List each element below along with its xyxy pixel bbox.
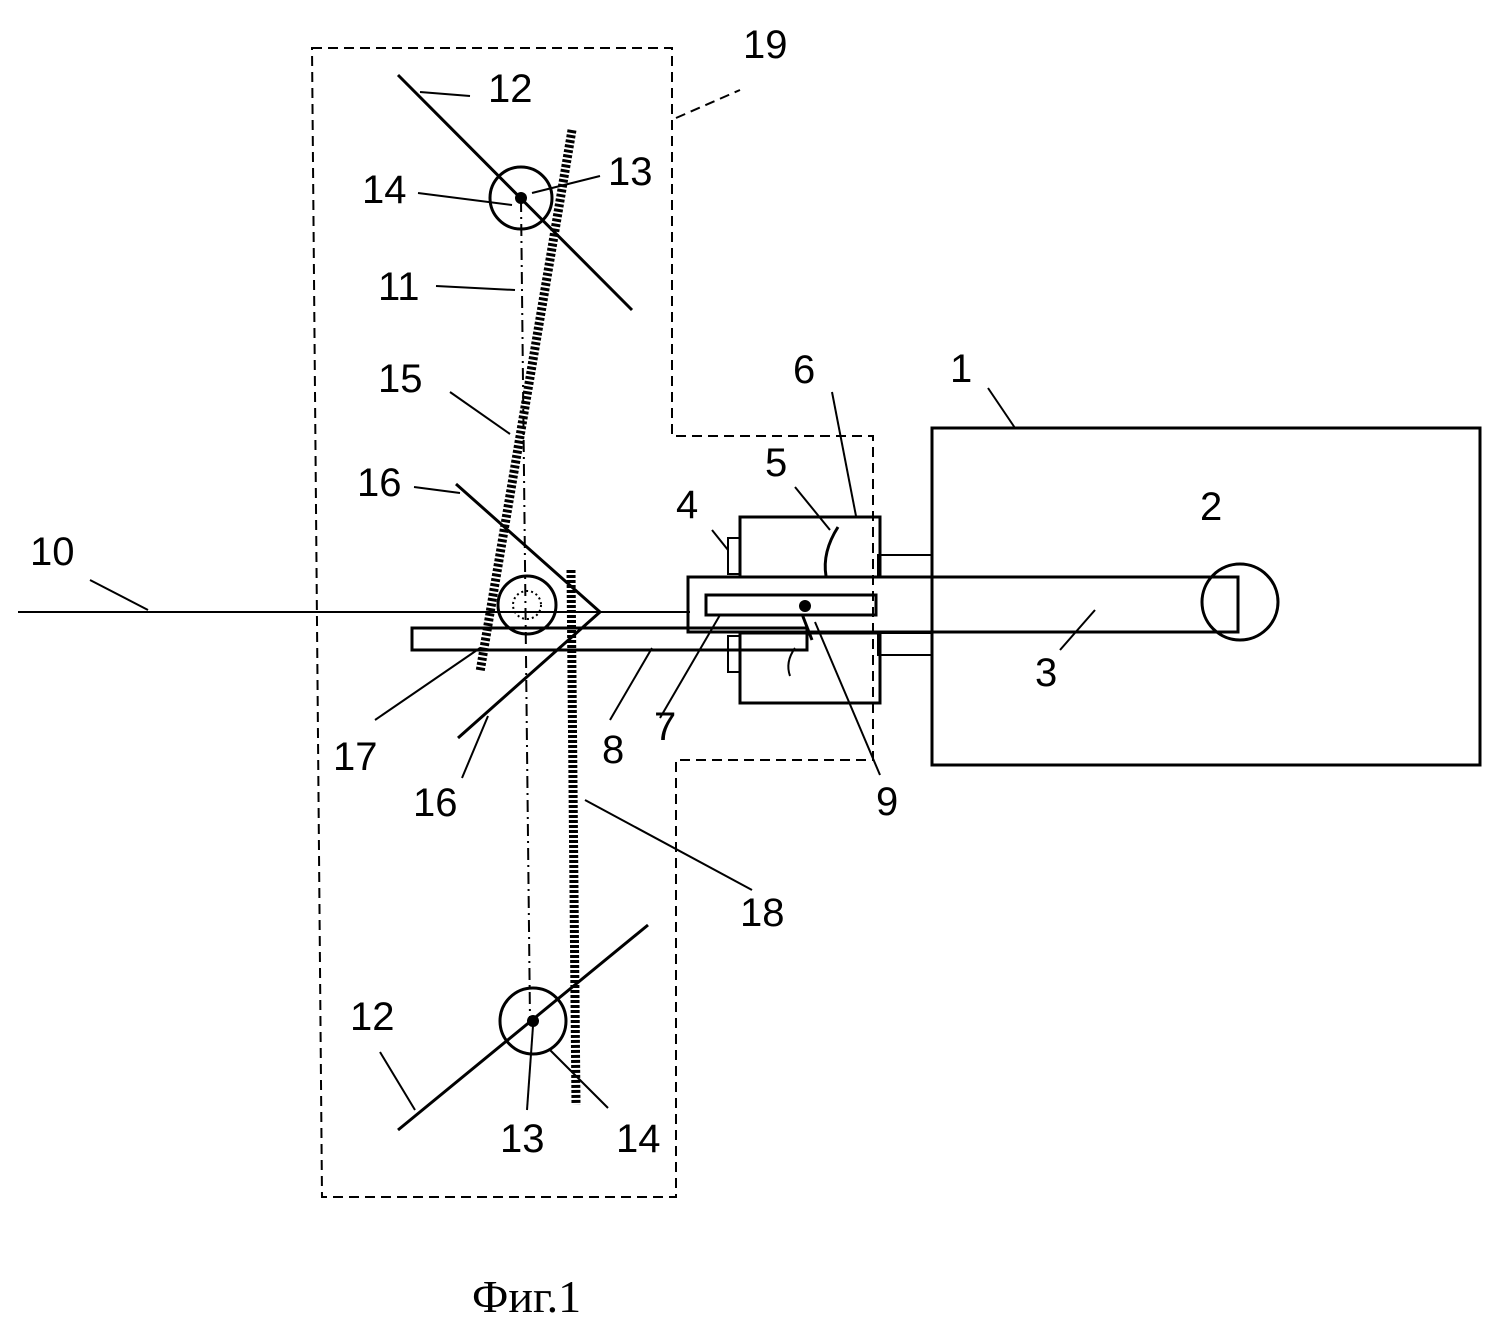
- leader-3: [1060, 610, 1095, 650]
- label-16-upper: 16: [357, 461, 402, 505]
- label-7: 7: [654, 705, 676, 749]
- guide-16-upper: [456, 484, 600, 612]
- support-upper: [878, 555, 932, 577]
- pivot-13-lower: [527, 1015, 539, 1027]
- slot-7: [706, 595, 876, 615]
- leader-14-lower: [550, 1050, 608, 1108]
- pivot-13-upper: [515, 192, 527, 204]
- pin-9: [799, 600, 811, 612]
- label-1: 1: [950, 347, 972, 391]
- label-10: 10: [30, 530, 75, 574]
- label-18: 18: [740, 891, 785, 935]
- axis-11: [521, 200, 530, 1020]
- figure-caption: Фиг.1: [472, 1271, 581, 1322]
- leader-18: [585, 800, 752, 890]
- enclosure-19: [312, 48, 873, 1197]
- label-14-upper: 14: [362, 168, 407, 212]
- leader-9: [815, 622, 880, 775]
- leader-14-upper: [418, 193, 512, 205]
- guide-16-lower: [458, 612, 600, 738]
- leader-17: [375, 648, 480, 720]
- coupling-lower: [740, 633, 880, 703]
- leader-11: [436, 286, 515, 290]
- leader-8: [610, 648, 652, 720]
- leader-16-upper: [414, 487, 460, 493]
- housing-1: [932, 428, 1480, 765]
- leader-16-lower: [462, 716, 488, 778]
- leader-7: [660, 615, 720, 718]
- rack-18: [571, 570, 576, 1105]
- flange-lower: [728, 636, 740, 672]
- label-15: 15: [378, 357, 423, 401]
- leader-4: [712, 530, 728, 550]
- arm-12-lower: [398, 925, 648, 1130]
- coupling-4: [740, 517, 880, 577]
- label-13-upper: 13: [608, 150, 653, 194]
- leader-13-lower: [527, 1026, 533, 1110]
- wheel-2: [1202, 564, 1278, 640]
- label-19: 19: [743, 23, 788, 67]
- flange-upper: [728, 538, 740, 574]
- roller-17: [498, 576, 556, 634]
- label-13-lower: 13: [500, 1117, 545, 1161]
- spring-lower: [788, 648, 795, 676]
- leader-12-upper: [420, 92, 470, 96]
- label-17: 17: [333, 735, 378, 779]
- label-16-lower: 16: [413, 781, 458, 825]
- label-11: 11: [378, 265, 420, 309]
- label-14-lower: 14: [616, 1117, 661, 1161]
- label-9: 9: [876, 780, 898, 824]
- spring-5: [825, 527, 838, 576]
- shaft-3: [688, 577, 1238, 632]
- label-6: 6: [793, 348, 815, 392]
- label-12-upper: 12: [488, 67, 533, 111]
- label-12-lower: 12: [350, 995, 395, 1039]
- leader-19: [676, 90, 740, 118]
- label-3: 3: [1035, 651, 1057, 695]
- leader-12-lower: [380, 1052, 415, 1110]
- leader-6: [832, 392, 856, 516]
- label-5: 5: [765, 441, 787, 485]
- leader-5: [795, 487, 830, 530]
- leader-1: [988, 388, 1015, 428]
- label-4: 4: [676, 483, 698, 527]
- roller-dots: [513, 591, 541, 619]
- leader-15: [450, 392, 510, 434]
- leader-10: [90, 580, 148, 610]
- label-2: 2: [1200, 485, 1222, 529]
- label-8: 8: [602, 728, 624, 772]
- support-lower: [878, 633, 932, 655]
